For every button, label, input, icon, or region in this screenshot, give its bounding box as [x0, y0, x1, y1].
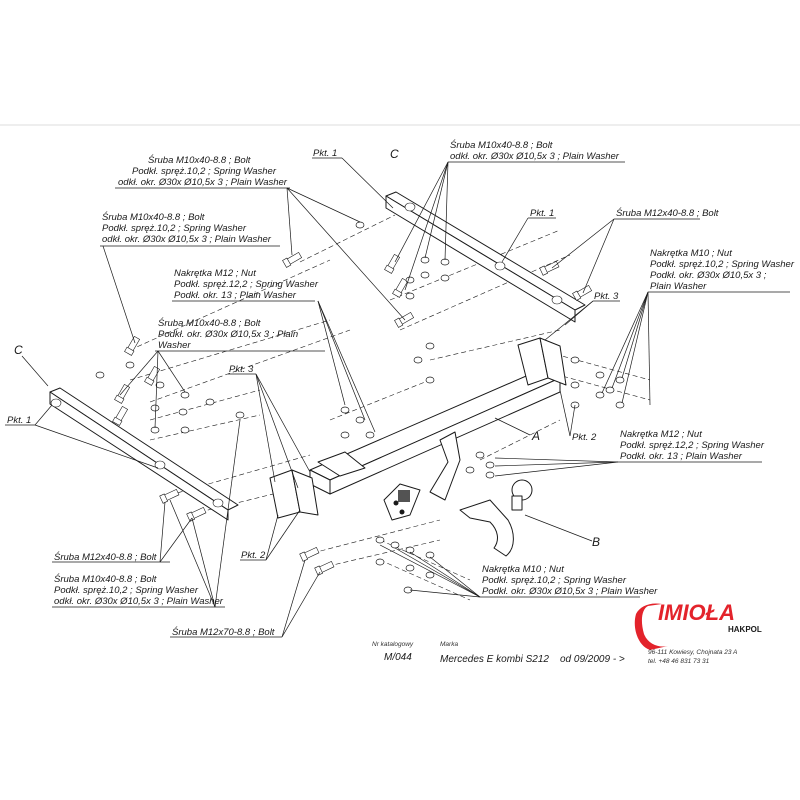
svg-text:Podkł. spręż.10,2 ; Spring Was: Podkł. spręż.10,2 ; Spring Washer	[650, 259, 795, 270]
callout-nut10-right: Nakrętka M10 ; Nut Podkł. spręż.10,2 ; S…	[650, 248, 795, 292]
part-c-left-label: C	[14, 343, 23, 357]
svg-text:Podkł. okr. 13 ; Plain Washer: Podkł. okr. 13 ; Plain Washer	[620, 451, 743, 462]
callout-left-mid: Śruba M10x40-8.8 ; Bolt Podkł. spręż.10,…	[102, 211, 272, 245]
svg-text:Podkł. spręż.10,2 ; Spring Was: Podkł. spręż.10,2 ; Spring Washer	[102, 223, 247, 234]
callout-nut12-top: Nakrętka M12 ; Nut Podkł. spręż.12,2 ; S…	[174, 268, 319, 301]
svg-text:odkł. okr. Ø30x Ø10,5x 3 ; Pl: odkł. okr. Ø30x Ø10,5x 3 ; Plain Washer	[118, 177, 288, 188]
svg-text:Śruba M10x40-8.8 ; Bolt: Śruba M10x40-8.8 ; Bolt	[450, 139, 553, 151]
part-c-top-label: C	[390, 147, 399, 161]
catalog-label: Nr katalogowy	[372, 641, 414, 648]
brand-label: Marka	[440, 641, 458, 648]
production-date: od 09/2009 - >	[560, 654, 625, 665]
socket-plate	[383, 483, 421, 521]
bracket-c-top	[385, 191, 586, 323]
callout-nut10-bottom: Nakrętka M10 ; Nut Podkł. spręż.10,2 ; S…	[482, 564, 658, 597]
catalog-number: M/044	[384, 652, 412, 663]
svg-text:Śruba M12x40-8.8 ; Bolt: Śruba M12x40-8.8 ; Bolt	[616, 207, 719, 219]
bracket-c-left	[49, 387, 239, 521]
svg-text:Podkł. okr. Ø30x Ø10,5x 3 ; P: Podkł. okr. Ø30x Ø10,5x 3 ; Plain Washer	[482, 586, 658, 597]
svg-text:Nakrętka M12 ; Nut: Nakrętka M12 ; Nut	[174, 268, 256, 279]
svg-text:Nakrętka M10 ; Nut: Nakrętka M10 ; Nut	[482, 564, 564, 575]
leader-lines	[5, 157, 790, 638]
part-b-label: B	[592, 535, 600, 549]
svg-text:Nakrętka M10 ; Nut: Nakrętka M10 ; Nut	[650, 248, 732, 259]
svg-text:Śruba M12x40-8.8 ; Bolt: Śruba M12x40-8.8 ; Bolt	[54, 551, 157, 563]
part-a-label: A	[531, 429, 540, 443]
svg-text:odkł. okr. Ø30x Ø10,5x 3 ; Pl: odkł. okr. Ø30x Ø10,5x 3 ; Plain Washer	[450, 151, 620, 162]
logo-subtext: HAKPOL	[728, 625, 762, 634]
pkt3-left-label: Pkt. 3	[229, 364, 254, 375]
bolt-set	[112, 251, 593, 576]
svg-text:Śruba M10x40-8.8 ; Bolt: Śruba M10x40-8.8 ; Bolt	[102, 211, 205, 223]
svg-text:odkł. okr. Ø30x Ø10,5x 3 ; Pl: odkł. okr. Ø30x Ø10,5x 3 ; Plain Washer	[102, 234, 272, 245]
svg-text:Washer: Washer	[158, 340, 191, 351]
callout-m12-bolt-left: Śruba M12x40-8.8 ; Bolt	[54, 551, 157, 563]
callout-center-bolt: Śruba M10x40-8.8 ; Bolt Podkł. okr. Ø30x…	[158, 317, 298, 351]
svg-text:Śruba M10x40-8.8 ; Bolt: Śruba M10x40-8.8 ; Bolt	[148, 154, 251, 166]
pkt2-right-label: Pkt. 2	[572, 432, 597, 443]
callout-top-right-bolt: Śruba M10x40-8.8 ; Bolt odkł. okr. Ø30x …	[450, 139, 620, 162]
svg-text:Podkł. spręż.10,2 ; Spring Was: Podkł. spręż.10,2 ; Spring Washer	[132, 166, 277, 177]
callout-m12-bolt-right: Śruba M12x40-8.8 ; Bolt	[616, 207, 719, 219]
svg-text:Podkł. spręż.12,2 ; Spring Was: Podkł. spręż.12,2 ; Spring Washer	[174, 279, 319, 290]
svg-text:Śruba M10x40-8.8 ; Bolt: Śruba M10x40-8.8 ; Bolt	[54, 573, 157, 585]
svg-text:Podkł. okr. Ø30x Ø10,5x 3 ;: Podkł. okr. Ø30x Ø10,5x 3 ;	[650, 270, 767, 281]
callout-bottom-left: Śruba M10x40-8.8 ; Bolt Podkł. spręż.10,…	[54, 573, 224, 607]
imiola-logo: IMIOŁA HAKPOL 96-111 Kowiesy, Chojnata 2…	[634, 600, 762, 665]
svg-text:odkł. okr. Ø30x Ø10,5x 3 ; Pl: odkł. okr. Ø30x Ø10,5x 3 ; Plain Washer	[54, 596, 224, 607]
company-phone: tel. +48 46 831 73 31	[648, 658, 710, 665]
svg-text:Podkł. okr. 13 ; Plain Washer: Podkł. okr. 13 ; Plain Washer	[174, 290, 297, 301]
svg-text:Podkł. spręż.10,2 ; Spring Was: Podkł. spręż.10,2 ; Spring Washer	[54, 585, 199, 596]
callout-nut12-right: Nakrętka M12 ; Nut Podkł. spręż.12,2 ; S…	[620, 429, 765, 462]
svg-text:Podkł. spręż.10,2 ; Spring Was: Podkł. spręż.10,2 ; Spring Washer	[482, 575, 627, 586]
pkt1-mid-label: Pkt. 1	[530, 208, 554, 219]
crossbar-a	[269, 337, 567, 519]
svg-text:Śruba M12x70-8.8 ; Bolt: Śruba M12x70-8.8 ; Bolt	[172, 626, 275, 638]
logo-text: IMIOŁA	[658, 600, 735, 625]
svg-text:Podkł. okr. Ø30x Ø10,5x 3 ; P: Podkł. okr. Ø30x Ø10,5x 3 ; Plain	[158, 329, 298, 340]
pkt2-left-label: Pkt. 2	[241, 550, 266, 561]
callout-m12x70: Śruba M12x70-8.8 ; Bolt	[172, 626, 275, 638]
vehicle-model: Mercedes E kombi S212	[440, 654, 549, 665]
company-address: 96-111 Kowiesy, Chojnata 23 A	[648, 649, 737, 656]
pkt1-left-label: Pkt. 1	[7, 415, 31, 426]
callout-top-left: Śruba M10x40-8.8 ; Bolt Podkł. spręż.10,…	[118, 154, 288, 188]
svg-text:Podkł. spręż.12,2 ; Spring Was: Podkł. spręż.12,2 ; Spring Washer	[620, 440, 765, 451]
svg-text:Śruba M10x40-8.8 ; Bolt: Śruba M10x40-8.8 ; Bolt	[158, 317, 261, 329]
svg-text:Plain Washer: Plain Washer	[650, 281, 707, 292]
mounting-bracket-center	[429, 431, 461, 501]
title-block: Nr katalogowy M/044 Marka Mercedes E kom…	[372, 641, 625, 665]
ball-neck-b	[459, 479, 533, 557]
pkt3-right-label: Pkt. 3	[594, 291, 619, 302]
pkt1-top-label: Pkt. 1	[313, 148, 337, 159]
svg-text:Nakrętka M12 ; Nut: Nakrętka M12 ; Nut	[620, 429, 702, 440]
